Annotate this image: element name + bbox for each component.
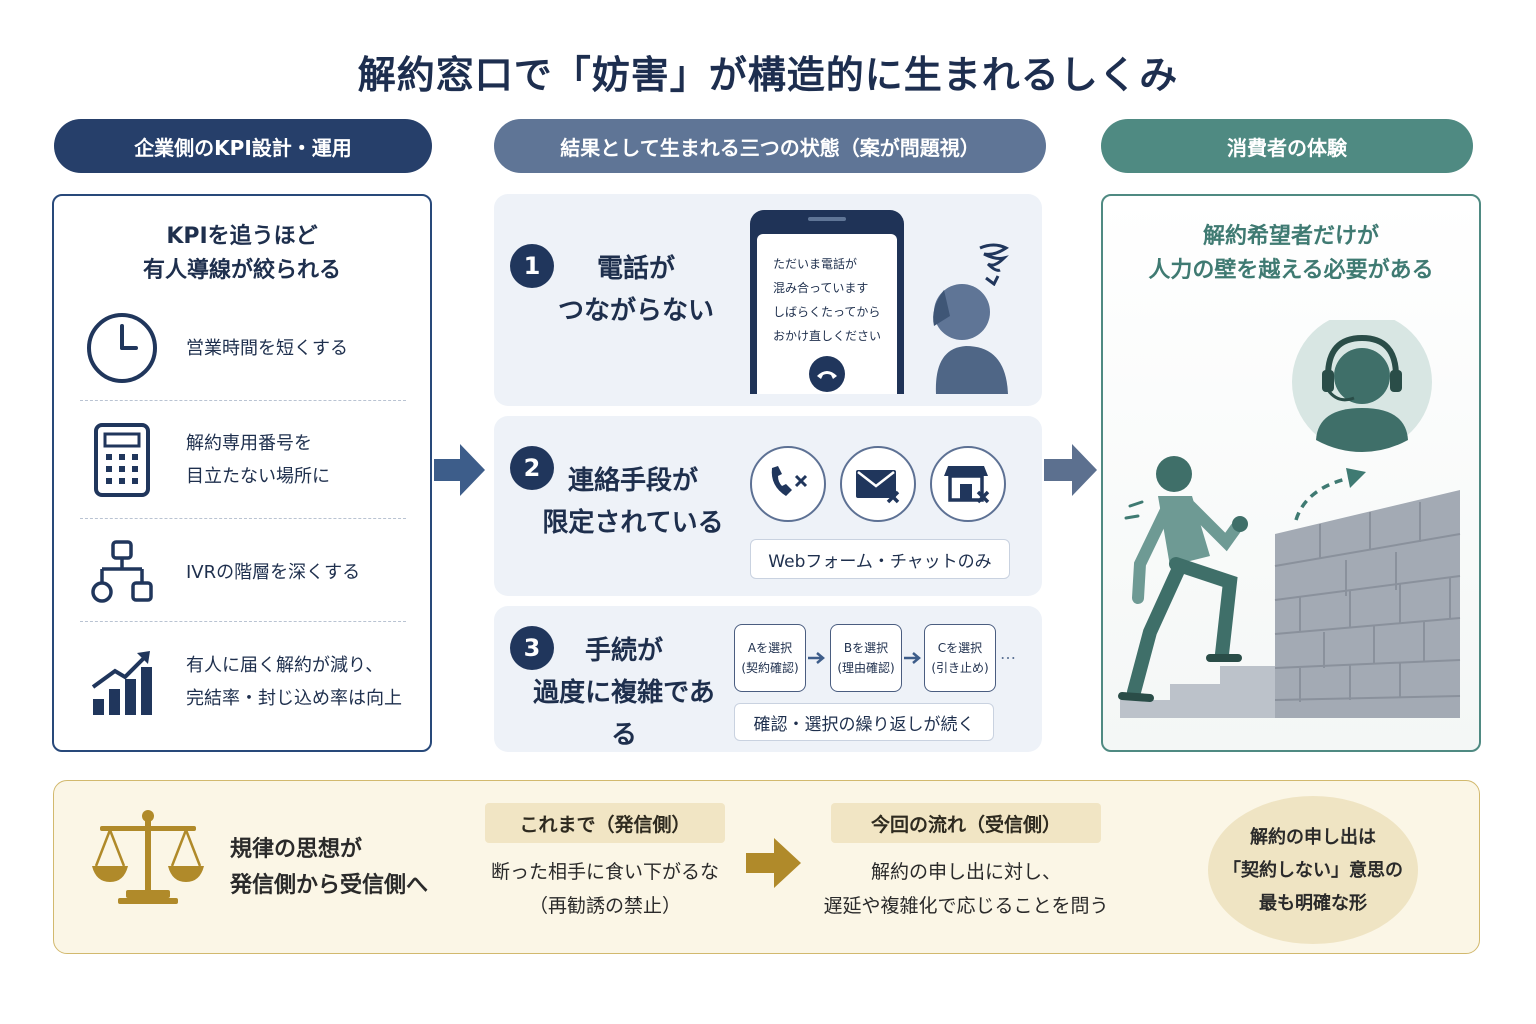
bubble-line: 「契約しない」意思の — [1223, 859, 1403, 881]
phone-blocked-icon — [750, 446, 826, 522]
kpi-heading-line1: KPIを追うほど — [166, 224, 318, 249]
flow-arrow-icon — [1044, 440, 1098, 504]
step-sub: (引き止め) — [931, 661, 989, 675]
bubble-line: 最も明確な形 — [1259, 892, 1367, 914]
hang-up-icon — [809, 356, 845, 392]
state-title: 手続が 過度に複雑である — [522, 630, 726, 756]
step-label: Aを選択 — [747, 641, 793, 655]
divider — [80, 400, 406, 401]
store-blocked-icon — [930, 446, 1006, 522]
state-title: 連絡手段が 限定されている — [536, 460, 730, 544]
state-title-line: 連絡手段が — [567, 466, 698, 496]
after-text: 解約の申し出に対し、 遅延や複雑化で応じることを問う — [805, 855, 1127, 923]
state-title-line: 過度に複雑である — [533, 678, 715, 750]
flow-step-a: Aを選択 (契約確認) — [734, 624, 806, 692]
phone-illustration: ただいま電話が 混み合っています しばらくたってから おかけ直しください — [750, 210, 904, 394]
kpi-item-hidden-number: 解約専用番号を目立たない場所に — [80, 420, 406, 500]
left-column-header: 企業側のKPI設計・運用 — [54, 119, 432, 173]
state-title-line: 手続が — [584, 636, 663, 666]
consumer-panel-heading: 解約希望者だけが 人力の壁を越える必要がある — [1101, 220, 1481, 288]
clock-icon — [80, 308, 164, 388]
consumer-heading-line2: 人力の壁を越える必要がある — [1148, 258, 1434, 283]
step-sub: (理由確認) — [837, 661, 895, 675]
after-line: 遅延や複雑化で応じることを問う — [823, 895, 1109, 917]
kpi-item-text: 営業時間を短くする — [186, 337, 348, 359]
state-number: 3 — [510, 626, 554, 670]
divider — [80, 621, 406, 622]
bar-chart-up-icon — [80, 642, 164, 722]
before-text: 断った相手に食い下がるな （再勧誘の禁止） — [465, 855, 745, 923]
state-number: 2 — [510, 446, 554, 490]
bottom-heading-line: 規律の思想が — [230, 837, 363, 862]
bubble-line: 解約の申し出は — [1250, 826, 1376, 848]
state-number: 1 — [510, 244, 554, 288]
channel-tag: Webフォーム・チャットのみ — [750, 539, 1010, 579]
middle-column-header: 結果として生まれる三つの状態（案が問題視） — [494, 119, 1046, 173]
kpi-heading-line2: 有人導線が絞られる — [142, 258, 341, 283]
step-arrow-icon — [904, 650, 924, 670]
state-title: 電話が つながらない — [546, 248, 726, 332]
phone-message-line: しばらくたってから — [773, 305, 881, 319]
flow-step-c: Cを選択 (引き止め) — [924, 624, 996, 692]
after-line: 解約の申し出に対し、 — [870, 861, 1061, 883]
bottom-heading: 規律の思想が 発信側から受信側へ — [230, 832, 428, 904]
kpi-item-business-hours: 営業時間を短くする — [80, 308, 406, 388]
phone-keypad-icon — [80, 420, 164, 500]
state-title-line: つながらない — [557, 296, 714, 326]
state-title-line: 電話が — [596, 254, 675, 284]
kpi-panel — [52, 194, 432, 752]
divider — [80, 518, 406, 519]
hierarchy-icon — [80, 532, 164, 612]
mail-blocked-icon — [840, 446, 916, 522]
complex-tag: 確認・選択の繰り返しが続く — [734, 703, 994, 741]
step-label: Bを選択 — [843, 641, 889, 655]
kpi-panel-heading: KPIを追うほど 有人導線が絞られる — [52, 220, 432, 288]
kpi-item-text: 完結率・封じ込め率は向上 — [186, 688, 402, 709]
step-ellipsis: … — [1000, 644, 1016, 663]
page-title: 解約窓口で「妨害」が構造的に生まれるしくみ — [357, 53, 1179, 97]
phone-message-line: ただいま電話が — [773, 257, 858, 271]
step-sub: (契約確認) — [741, 661, 799, 675]
kpi-item-text: 有人に届く解約が減り、 — [186, 655, 384, 676]
bottom-heading-line: 発信側から受信側へ — [230, 873, 429, 898]
kpi-item-text: IVRの階層を深くする — [186, 561, 361, 583]
before-tag: これまで（発信側） — [485, 803, 725, 843]
key-point-bubble: 解約の申し出は 「契約しない」意思の 最も明確な形 — [1208, 796, 1418, 944]
flow-arrow-icon — [434, 440, 486, 504]
kpi-item-containment: 有人に届く解約が減り、完結率・封じ込め率は向上 — [80, 642, 406, 722]
kpi-item-text: 解約専用番号を — [186, 433, 312, 454]
kpi-item-ivr: IVRの階層を深くする — [80, 532, 406, 612]
before-line: （再勧誘の禁止） — [528, 895, 681, 917]
state-title-line: 限定されている — [542, 508, 724, 538]
consumer-heading-line1: 解約希望者だけが — [1202, 224, 1379, 249]
right-column-header: 消費者の体験 — [1101, 119, 1473, 173]
shift-arrow-icon — [746, 834, 802, 896]
worried-person-icon — [922, 276, 1012, 398]
phone-message-line: 混み合っています — [773, 281, 869, 295]
dizzy-icon — [976, 240, 1012, 290]
step-arrow-icon — [808, 650, 828, 670]
wall-climb-illustration — [1110, 312, 1470, 744]
flow-step-b: Bを選択 (理由確認) — [830, 624, 902, 692]
kpi-item-text: 目立たない場所に — [186, 466, 330, 487]
step-label: Cを選択 — [937, 641, 983, 655]
phone-message-line: おかけ直しください — [773, 329, 882, 343]
scales-icon — [92, 808, 204, 910]
before-line: 断った相手に食い下がるな — [490, 861, 719, 883]
after-tag: 今回の流れ（受信側） — [831, 803, 1101, 843]
